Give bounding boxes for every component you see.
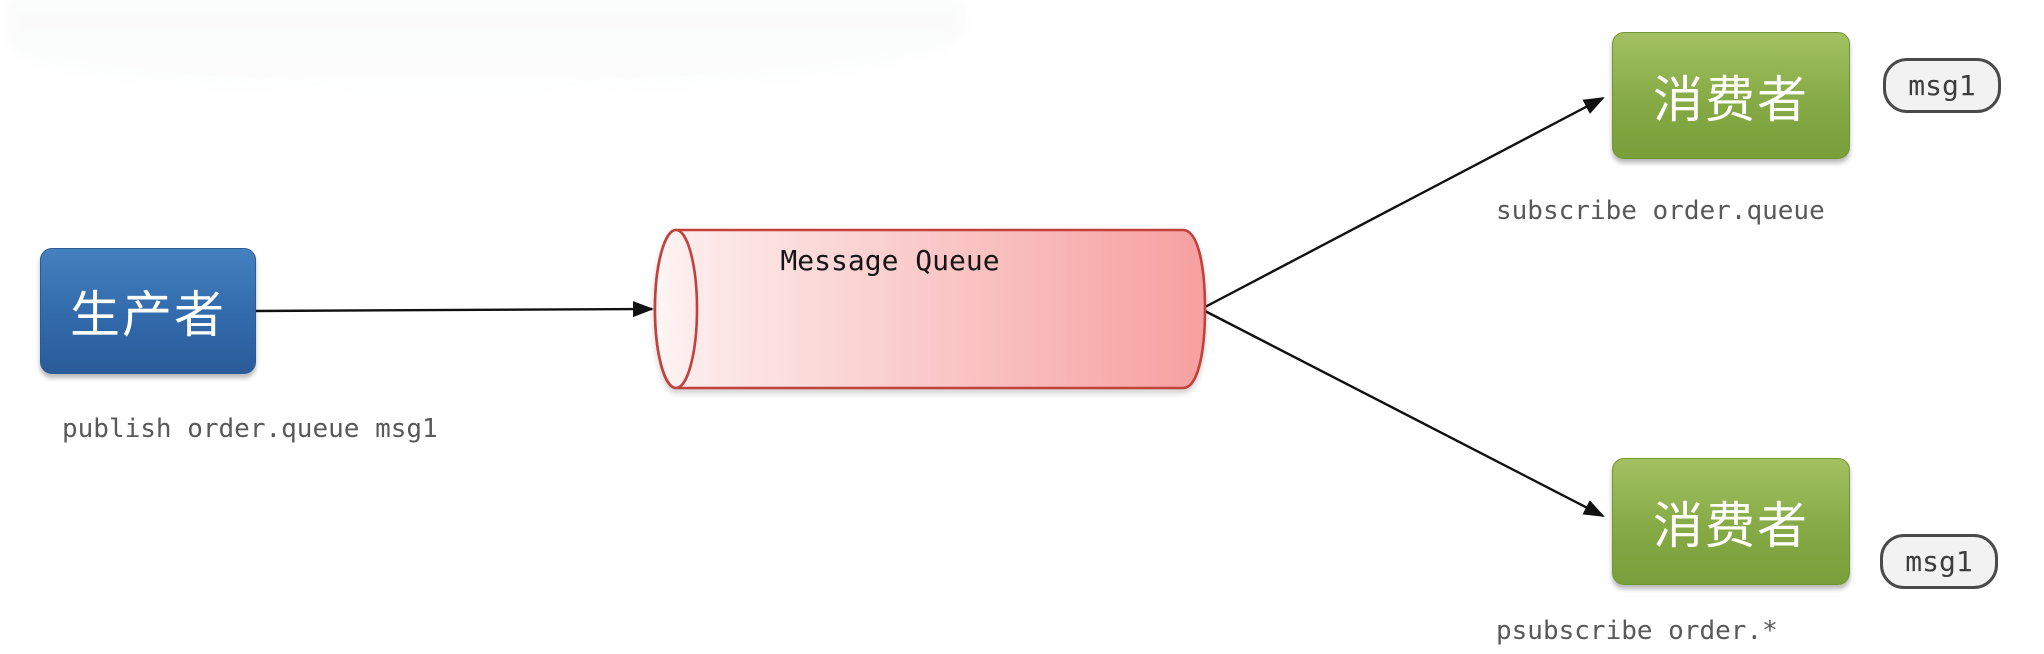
msg-badge-top-label: msg1: [1908, 69, 1976, 102]
message-queue-cylinder: [653, 228, 1207, 390]
arrow-queue-to-consumer-bottom: [1204, 309, 1605, 518]
cylinder-left-cap: [653, 228, 699, 390]
consumer-bottom-box: 消费者: [1612, 458, 1850, 585]
producer-label: 生产者: [70, 287, 226, 343]
psubscribe-command-text: psubscribe order.*: [1496, 616, 1778, 646]
msg-badge-bottom: msg1: [1880, 534, 1998, 589]
msg-badge-bottom-label: msg1: [1905, 545, 1973, 578]
queue-label: Message Queue: [780, 244, 1000, 277]
subscribe-command-text: subscribe order.queue: [1496, 196, 1825, 226]
producer-box: 生产者: [40, 248, 256, 374]
arrow-queue-to-consumer-top: [1204, 96, 1605, 309]
arrow-producer-to-queue: [253, 301, 654, 318]
consumer-top-label: 消费者: [1653, 71, 1809, 128]
publish-command-text: publish order.queue msg1: [62, 414, 438, 444]
consumer-top-box: 消费者: [1612, 32, 1850, 159]
msg-badge-top: msg1: [1883, 58, 2001, 113]
consumer-bottom-label: 消费者: [1653, 497, 1809, 554]
